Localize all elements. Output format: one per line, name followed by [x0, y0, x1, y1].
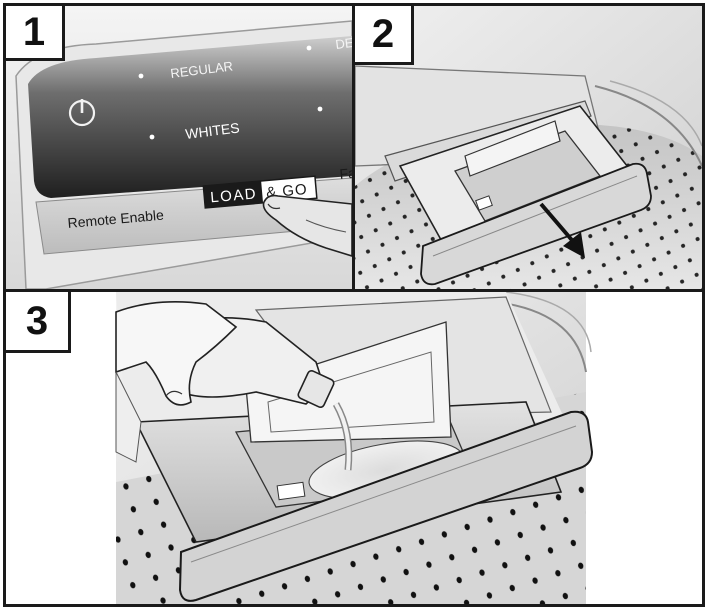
dispenser-drawer[interactable] [398, 105, 652, 286]
pour-detergent-illustration [6, 292, 702, 604]
dispenser-drawer-open[interactable] [134, 321, 594, 602]
step-2-panel: 2 [352, 3, 705, 292]
open-drawer-illustration [355, 6, 702, 289]
control-panel-illustration: REGULAR DE WHITES Remote Enable LOAD & G… [6, 6, 352, 289]
hand-illustration [115, 300, 238, 463]
indicator-dot [149, 134, 155, 140]
cycle-whites-label: WHITES [184, 119, 240, 142]
power-icon[interactable] [68, 99, 96, 127]
partial-right-label: Fa [339, 165, 352, 182]
pull-out-arrow-icon [539, 202, 585, 258]
finger-illustration [262, 194, 352, 257]
indicator-dot [317, 106, 323, 112]
indicator-dot [306, 45, 312, 51]
load-label: LOAD [210, 185, 258, 206]
load-and-go-button[interactable]: LOAD & GO [202, 175, 318, 209]
step-3-panel: 3 [3, 289, 705, 607]
step-1-panel: REGULAR DE WHITES Remote Enable LOAD & G… [3, 3, 355, 292]
step-number-1: 1 [6, 6, 65, 61]
step-number-2: 2 [355, 6, 414, 65]
cycle-partial-label: DE [335, 35, 352, 52]
indicator-dot [138, 73, 144, 79]
step-number-3: 3 [6, 292, 71, 353]
